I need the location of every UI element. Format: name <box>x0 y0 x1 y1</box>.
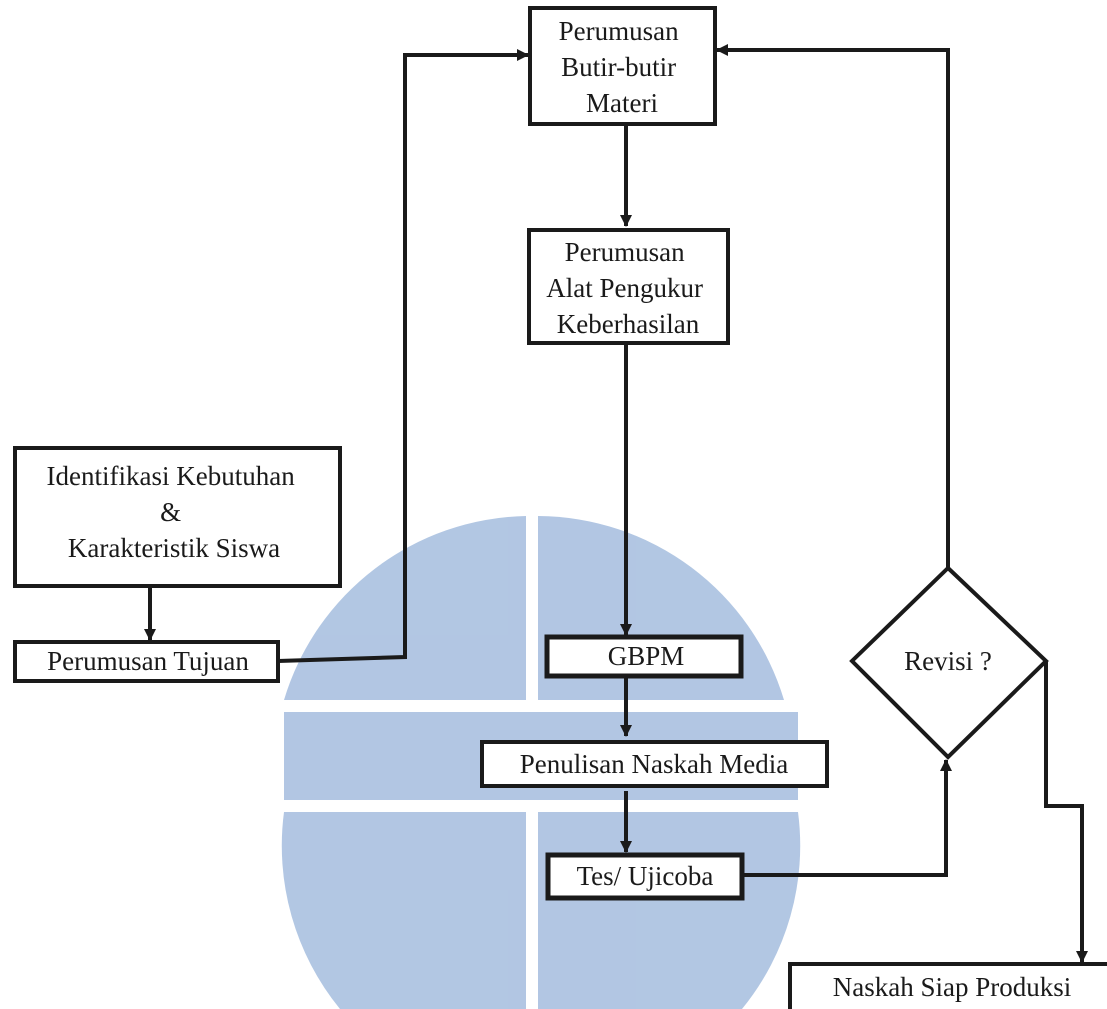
node-box <box>480 740 829 788</box>
node-line: Perumusan <box>565 237 685 267</box>
arrow-tujuan-to-materi <box>277 49 529 663</box>
node-perumusan-butir-materi: Perumusan Butir-butir Materi <box>528 6 717 126</box>
node-label: GBPM <box>608 641 685 671</box>
node-line: Karakteristik Siswa <box>68 533 280 563</box>
node-tes-ujicoba: Tes/ Ujicoba <box>545 852 745 901</box>
node-gbpm: GBPM <box>544 634 744 679</box>
node-line: Butir-butir <box>561 52 676 82</box>
connectors <box>144 44 1088 963</box>
node-line: Perumusan <box>559 16 679 46</box>
node-box <box>13 446 342 588</box>
svg-text:Perumusan Alat Pengukur: Perumusan Alat Pengukur Keberhasilan <box>546 237 709 339</box>
node-label: Tes/ Ujicoba <box>577 861 714 891</box>
node-line: Alat Pengukur <box>546 273 703 303</box>
node-label: Penulisan Naskah Media <box>520 749 788 779</box>
node-penulisan-naskah-media: Penulisan Naskah Media <box>480 740 829 788</box>
node-line: Keberhasilan <box>557 309 700 339</box>
node-line: Identifikasi Kebutuhan <box>47 461 296 491</box>
node-identifikasi-kebutuhan: Identifikasi Kebutuhan & Karakteristik S… <box>13 446 342 588</box>
node-naskah-siap-produksi: Naskah Siap Produksi <box>788 962 1107 1009</box>
svg-text:Perumusan Butir-butir: Perumusan Butir-butir Materi <box>559 16 686 118</box>
node-box <box>544 634 744 679</box>
node-box <box>13 640 280 683</box>
node-box <box>788 962 1107 1009</box>
arrow-revisi-to-materi <box>716 44 950 568</box>
node-label: Revisi ? <box>904 646 992 676</box>
decision-diamond <box>849 565 1049 760</box>
node-line: & <box>160 497 181 527</box>
svg-text:Identifikasi Kebutuhan &: Identifikasi Kebutuhan & Karakteristik S… <box>47 461 302 563</box>
node-box <box>527 228 730 345</box>
node-perumusan-tujuan: Perumusan Tujuan <box>13 640 280 683</box>
arrow-revisi-to-naskah <box>1044 661 1088 963</box>
node-line: Materi <box>586 88 658 118</box>
node-label: Perumusan Tujuan <box>47 646 249 676</box>
node-revisi-decision: Revisi ? <box>849 565 1049 760</box>
arrow-tes-to-revisi <box>744 759 952 877</box>
node-box <box>545 852 745 901</box>
node-box <box>528 6 717 126</box>
node-label: Naskah Siap Produksi <box>833 972 1072 1002</box>
node-perumusan-alat-pengukur: Perumusan Alat Pengukur Keberhasilan <box>527 228 730 345</box>
